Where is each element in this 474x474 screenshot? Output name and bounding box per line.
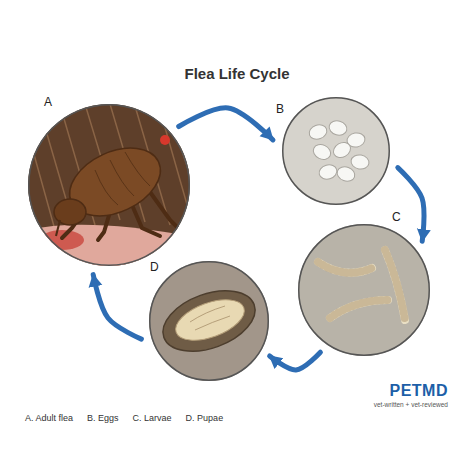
flea-segments bbox=[95, 152, 150, 205]
flea-mouth bbox=[56, 220, 60, 236]
hair-strokes bbox=[30, 104, 195, 230]
cycle-arrow bbox=[270, 352, 321, 370]
stage-circle: C bbox=[298, 224, 430, 356]
cycle-arrow bbox=[93, 275, 141, 339]
eggs bbox=[327, 119, 348, 137]
logo-text: PETMD bbox=[390, 382, 449, 400]
logo-tagline: vet-written + vet-reviewed bbox=[374, 401, 448, 408]
circle-outline bbox=[149, 261, 269, 381]
cycle-arrow bbox=[179, 108, 273, 140]
key-text: D. Pupae bbox=[186, 414, 224, 424]
stage-circle: A bbox=[28, 104, 190, 266]
circle-border bbox=[283, 98, 390, 205]
larvae-picture bbox=[298, 224, 430, 356]
eggs bbox=[317, 163, 338, 181]
eggs bbox=[335, 164, 357, 183]
larvae-picture bbox=[298, 224, 430, 356]
hair-strokes bbox=[30, 104, 195, 230]
pupa-lines bbox=[190, 306, 230, 330]
flea-segments bbox=[95, 152, 150, 205]
circle-border bbox=[150, 262, 269, 381]
eggs-picture bbox=[282, 97, 390, 205]
diagram-title: Flea Life Cycle bbox=[184, 66, 289, 83]
circle-outline bbox=[282, 97, 390, 205]
key-text: C. Larvae bbox=[133, 414, 172, 424]
circle-border bbox=[29, 105, 190, 266]
eggs bbox=[311, 142, 333, 162]
circle-outline bbox=[298, 224, 430, 356]
key-text: A. Adult flea bbox=[25, 414, 73, 424]
eggs bbox=[307, 119, 370, 184]
stage-circle: D bbox=[149, 261, 269, 381]
stage-letter: C bbox=[392, 211, 401, 223]
cycle-arrow bbox=[398, 168, 424, 242]
stage-circle: B bbox=[282, 97, 390, 205]
adult-flea-picture bbox=[20, 104, 200, 270]
stage-letter: A bbox=[44, 96, 52, 108]
eggs bbox=[331, 139, 354, 160]
larvae bbox=[318, 250, 405, 320]
circle-outline bbox=[28, 104, 190, 266]
key-text: B. Eggs bbox=[87, 414, 119, 424]
flea-legs bbox=[132, 205, 160, 236]
stage-letter: B bbox=[276, 103, 284, 115]
pupae-picture bbox=[149, 261, 269, 381]
red-dot bbox=[160, 135, 170, 145]
pupae-picture bbox=[149, 261, 269, 381]
stage-letter: D bbox=[150, 261, 159, 273]
skin bbox=[20, 225, 200, 270]
eggs bbox=[307, 122, 329, 141]
cocoon bbox=[155, 279, 264, 363]
eggs-picture bbox=[282, 97, 390, 205]
larvae bbox=[318, 250, 405, 320]
eggs bbox=[350, 154, 370, 171]
pupa bbox=[170, 292, 249, 349]
circle-border bbox=[299, 225, 430, 356]
